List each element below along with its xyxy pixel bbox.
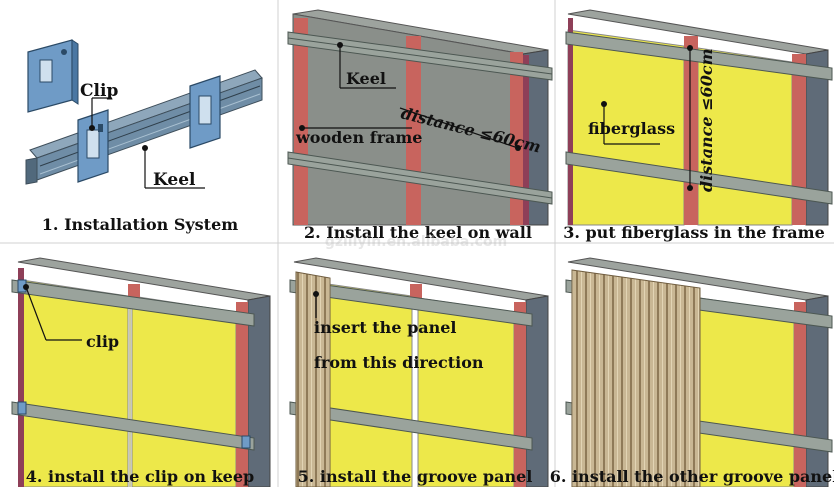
label-wooden-frame: wooden frame xyxy=(295,128,422,147)
step-4-caption: 4. install the clip on keep xyxy=(26,467,254,486)
label-insert-panel: insert the panel xyxy=(314,318,457,337)
label-direction: from this direction xyxy=(314,353,484,372)
panel-1-installation-system: Clip Keel 1. Installation System xyxy=(25,39,263,234)
label-clip: clip xyxy=(86,332,119,351)
step-2-caption: 2. Install the keel on wall xyxy=(304,223,532,242)
panel-5-install-groove-panel: insert the panel from this direction 5. … xyxy=(289,257,549,487)
fiberglass xyxy=(699,297,795,487)
keel-top xyxy=(565,31,833,81)
clip-loose xyxy=(27,39,79,113)
label-keel: Keel xyxy=(346,69,386,88)
keel-bottom xyxy=(287,151,553,205)
panel-6-install-other-groove-panel: 6. install the other groove panel xyxy=(550,257,834,487)
wooden-frame xyxy=(794,302,806,487)
keel-bottom xyxy=(11,401,255,451)
label-clip: Clip xyxy=(80,81,118,101)
keel-bottom xyxy=(565,151,833,205)
wall xyxy=(567,9,829,226)
keel-top xyxy=(11,279,255,327)
label-distance: distance ≤60cm xyxy=(697,49,716,193)
keel-top xyxy=(287,31,553,81)
watermark: gzlilyin.en.alibaba.com xyxy=(325,234,507,250)
step-3-caption: 3. put fiberglass in the frame xyxy=(563,223,825,242)
keel-top xyxy=(289,279,533,327)
panel-4-install-clip: clip 4. install the clip on keep xyxy=(11,257,271,487)
clip-1 xyxy=(77,109,109,183)
wooden-frame xyxy=(294,18,529,225)
label-keel: Keel xyxy=(153,170,196,190)
panel-3-fiberglass: fiberglass distance ≤60cm 3. put fibergl… xyxy=(563,9,833,242)
label-fiberglass: fiberglass xyxy=(588,119,675,138)
clip-2 xyxy=(189,75,221,149)
step-1-caption: 1. Installation System xyxy=(42,215,238,234)
step-6-caption: 6. install the other groove panel xyxy=(550,467,834,486)
keel-bottom xyxy=(289,401,533,451)
panel-2-install-keel: Keel wooden frame distance ≤60cm 2. Inst… xyxy=(287,9,553,242)
groove-panels xyxy=(571,269,701,487)
step-5-caption: 5. install the groove panel xyxy=(298,467,533,486)
groove-panel xyxy=(295,271,331,487)
